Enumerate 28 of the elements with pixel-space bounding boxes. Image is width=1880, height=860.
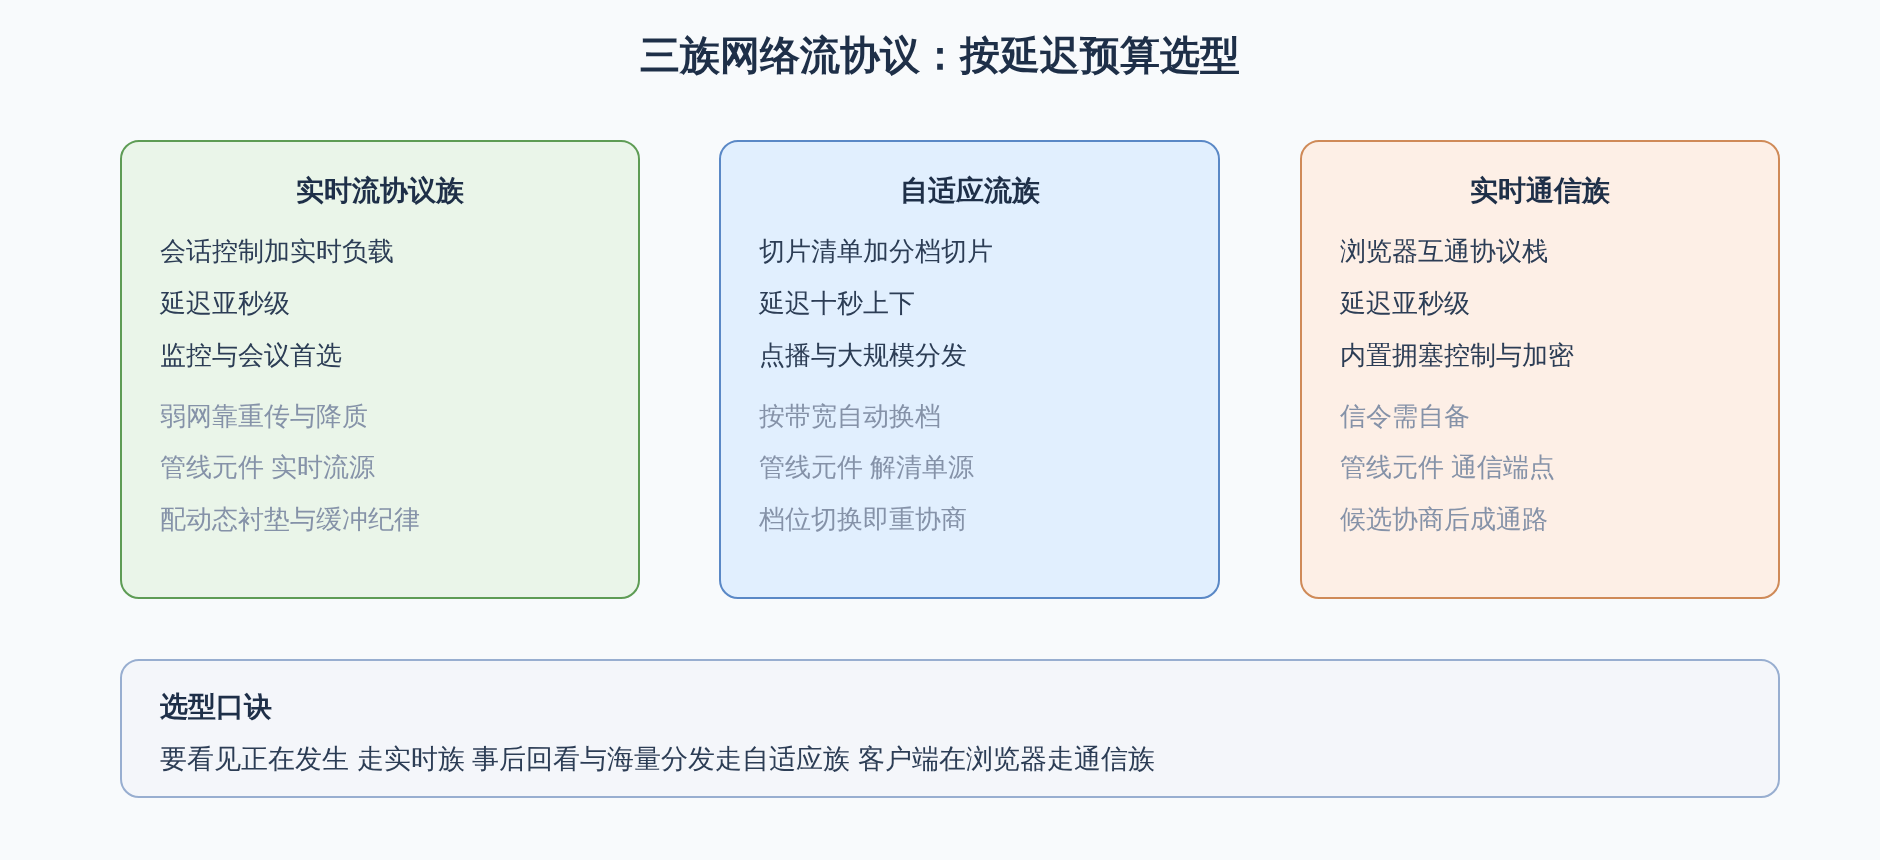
- note-text: 弱网靠重传与降质: [160, 400, 368, 433]
- feature-text: 切片清单加分档切片: [759, 235, 993, 268]
- feature-text: 延迟亚秒级: [160, 287, 290, 320]
- feature-text: 延迟亚秒级: [1340, 287, 1470, 320]
- note-text: 管线元件 通信端点: [1340, 451, 1556, 484]
- panel-heading: 实时通信族: [1469, 174, 1611, 208]
- rule-text: 要看见正在发生 走实时族 事后回看与海量分发走自适应族 客户端在浏览器走通信族: [160, 743, 1155, 776]
- note-text: 管线元件 解清单源: [759, 451, 975, 484]
- feature-text: 会话控制加实时负载: [160, 235, 394, 268]
- note-text: 候选协商后成通路: [1340, 503, 1548, 536]
- family-panel: [719, 140, 1220, 599]
- panel-heading: 自适应流族: [898, 174, 1041, 208]
- note-text: 管线元件 实时流源: [160, 451, 376, 484]
- family-panel: [1300, 140, 1780, 599]
- summary-panel: [120, 659, 1780, 798]
- feature-text: 浏览器互通协议栈: [1340, 235, 1548, 268]
- feature-text: 监控与会议首选: [160, 339, 342, 372]
- panel-heading: 选型口诀: [160, 690, 272, 724]
- feature-text: 延迟十秒上下: [759, 287, 915, 320]
- note-text: 按带宽自动换档: [759, 400, 941, 433]
- feature-text: 点播与大规模分发: [759, 339, 967, 372]
- family-panel: [120, 140, 640, 599]
- note-text: 信令需自备: [1340, 400, 1470, 433]
- note-text: 配动态衬垫与缓冲纪律: [160, 503, 420, 536]
- panel-heading: 实时流协议族: [295, 174, 465, 208]
- note-text: 档位切换即重协商: [759, 503, 967, 536]
- diagram-title: 三族网络流协议：按延迟预算选型: [639, 32, 1241, 79]
- feature-text: 内置拥塞控制与加密: [1340, 339, 1574, 372]
